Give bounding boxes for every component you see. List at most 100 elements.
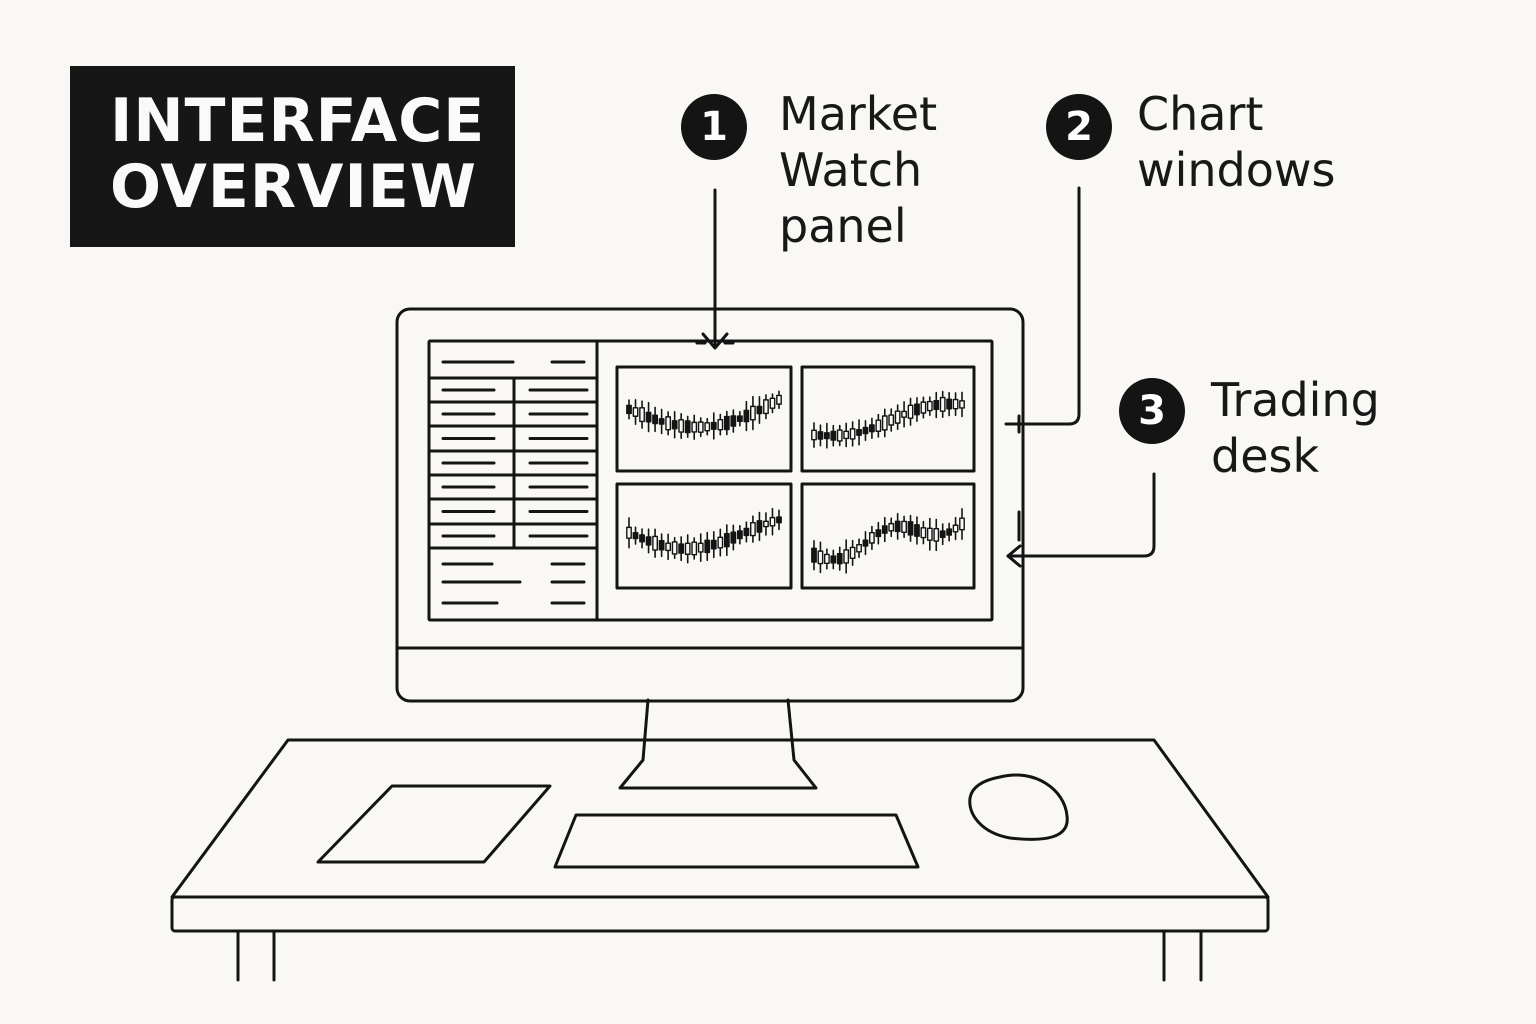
monitor-stand bbox=[620, 700, 816, 788]
candle-body bbox=[838, 554, 842, 564]
desk-top bbox=[172, 740, 1268, 897]
candle-body bbox=[902, 521, 906, 532]
desk-front-edge bbox=[172, 897, 1268, 931]
candle-body bbox=[928, 402, 932, 411]
candle-body bbox=[850, 547, 854, 558]
candle-body bbox=[876, 530, 880, 537]
candle-body bbox=[908, 522, 912, 535]
candle-body bbox=[883, 526, 887, 533]
candle-body bbox=[915, 404, 919, 414]
candle-body bbox=[953, 525, 957, 532]
candle-body bbox=[947, 529, 951, 535]
candle-body bbox=[659, 419, 663, 424]
candle-body bbox=[934, 529, 938, 541]
leader-3 bbox=[1008, 474, 1154, 556]
candle-body bbox=[679, 544, 683, 553]
candle-body bbox=[744, 410, 748, 421]
chart-window-frame bbox=[802, 484, 974, 588]
candle-body bbox=[921, 402, 925, 413]
candle-body bbox=[633, 533, 637, 539]
leader-2 bbox=[1006, 188, 1079, 424]
chart-window bbox=[617, 367, 791, 471]
chart-window bbox=[802, 484, 974, 588]
candle-body bbox=[627, 527, 631, 538]
candle-body bbox=[666, 417, 670, 430]
candle-body bbox=[725, 534, 729, 547]
candle-body bbox=[870, 425, 874, 432]
candle-body bbox=[850, 429, 854, 439]
candle-body bbox=[712, 423, 716, 430]
candle-body bbox=[883, 416, 887, 430]
candle-body bbox=[699, 543, 703, 552]
candle-body bbox=[825, 433, 829, 439]
candle-body bbox=[777, 395, 781, 404]
chart-window bbox=[617, 484, 791, 588]
candle-body bbox=[863, 428, 867, 434]
keyboard bbox=[555, 815, 918, 867]
candle-body bbox=[908, 405, 912, 418]
candle-body bbox=[679, 420, 683, 432]
candle-body bbox=[940, 531, 944, 537]
candle-body bbox=[659, 541, 663, 550]
candle-body bbox=[928, 528, 932, 540]
candle-body bbox=[757, 521, 761, 532]
candle-body bbox=[640, 535, 644, 542]
candle-body bbox=[738, 416, 742, 421]
desk-notepad bbox=[318, 786, 550, 862]
candle-body bbox=[889, 415, 893, 425]
candle-body bbox=[818, 432, 822, 439]
candle-body bbox=[825, 554, 829, 563]
desk bbox=[172, 740, 1268, 980]
candle-body bbox=[831, 431, 835, 440]
candle-body bbox=[738, 531, 742, 539]
mouse bbox=[970, 775, 1067, 839]
candle-body bbox=[960, 518, 964, 530]
candle-body bbox=[757, 406, 761, 413]
candle-body bbox=[705, 423, 709, 431]
candle-body bbox=[940, 398, 944, 412]
candle-body bbox=[812, 430, 816, 439]
candle-body bbox=[889, 524, 893, 531]
candle-body bbox=[960, 401, 964, 408]
candle-body bbox=[770, 518, 774, 526]
chart-window-frame bbox=[802, 367, 974, 471]
candle-body bbox=[646, 537, 650, 545]
chart-windows bbox=[617, 367, 974, 588]
candle-body bbox=[870, 533, 874, 543]
candle-body bbox=[857, 545, 861, 552]
candle-body bbox=[818, 551, 822, 563]
candle-body bbox=[653, 536, 657, 550]
candle-body bbox=[915, 525, 919, 536]
candle-body bbox=[672, 421, 676, 429]
candle-body bbox=[902, 411, 906, 417]
candle-body bbox=[876, 420, 880, 431]
candle-body bbox=[731, 416, 735, 426]
candle-body bbox=[646, 412, 650, 421]
candle-body bbox=[934, 401, 938, 410]
candle-body bbox=[831, 556, 835, 563]
candle-body bbox=[863, 540, 867, 546]
candle-body bbox=[764, 400, 768, 414]
candle-body bbox=[712, 540, 716, 548]
candle-body bbox=[692, 542, 696, 555]
candle-body bbox=[640, 408, 644, 422]
candle-body bbox=[705, 540, 709, 552]
candle-body bbox=[770, 398, 774, 408]
candle-body bbox=[685, 421, 689, 433]
candle-body bbox=[744, 528, 748, 535]
candle-body bbox=[751, 523, 755, 536]
callout-leaders bbox=[697, 188, 1154, 566]
candle-body bbox=[685, 543, 689, 554]
candle-body bbox=[718, 420, 722, 430]
candle-body bbox=[857, 430, 861, 435]
candle-body bbox=[725, 417, 729, 430]
candle-body bbox=[953, 400, 957, 409]
candle-body bbox=[844, 431, 848, 438]
candle-body bbox=[751, 406, 755, 419]
candle-body bbox=[895, 411, 899, 423]
candle-body bbox=[844, 550, 848, 563]
candle-body bbox=[653, 415, 657, 423]
candle-body bbox=[812, 548, 816, 562]
candle-body bbox=[627, 405, 631, 413]
